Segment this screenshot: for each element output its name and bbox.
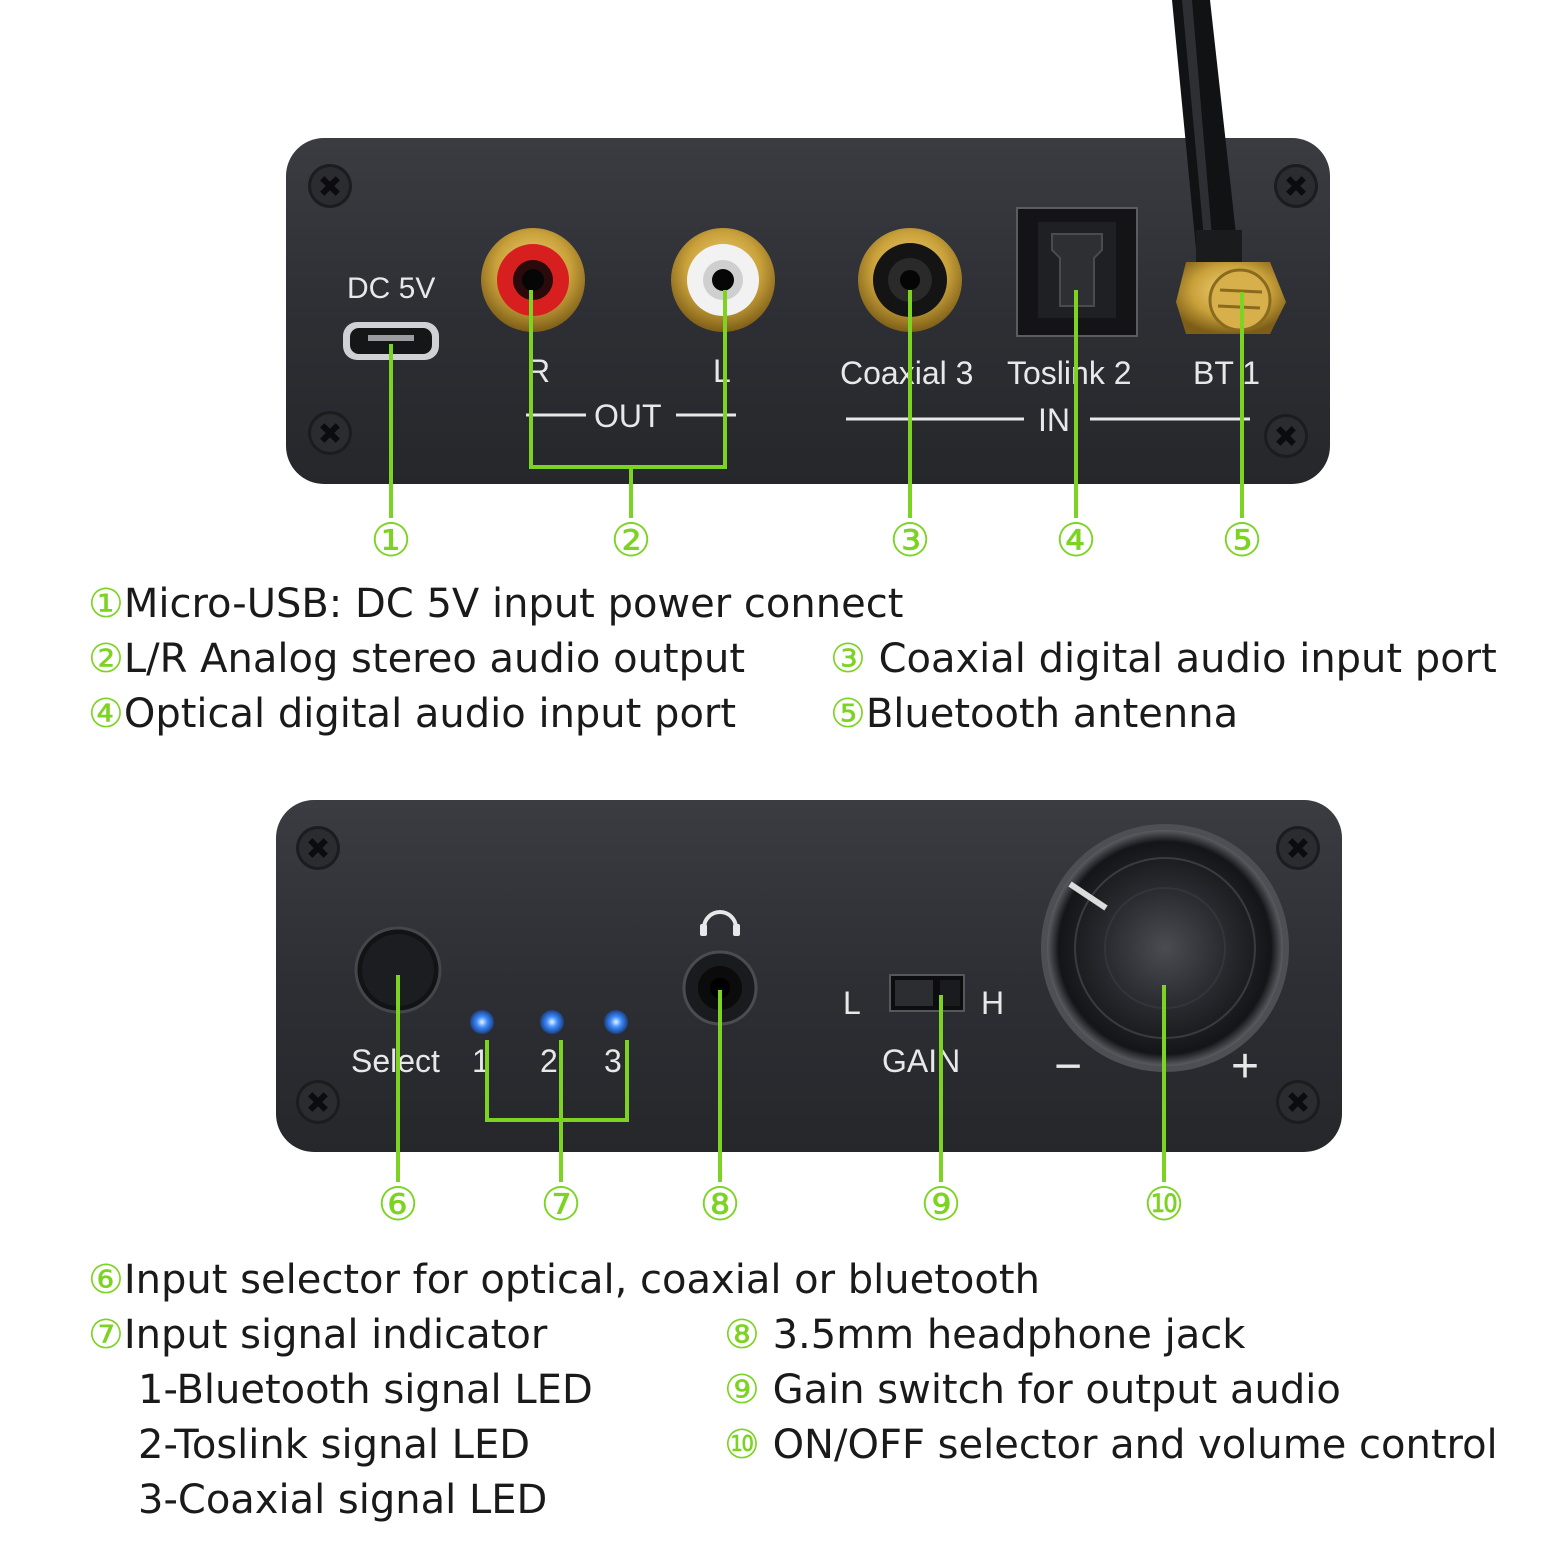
desc-text: 3-Coaxial signal LED <box>138 1477 548 1523</box>
screw-icon <box>1264 414 1308 458</box>
callout-1: ① <box>370 513 411 567</box>
headphone-jack[interactable] <box>682 950 758 1026</box>
coaxial-label: Coaxial 3 <box>840 355 973 391</box>
desc-text: Input signal indicator <box>123 1312 548 1358</box>
desc-text: ON/OFF selector and volume control <box>759 1422 1498 1468</box>
desc-text: 1-Bluetooth signal LED <box>138 1367 593 1413</box>
rca-right-output <box>481 228 585 332</box>
front-callouts: ⑥ ⑦ ⑧ ⑨ ⑩ <box>377 1177 1184 1231</box>
select-label: Select <box>351 1043 440 1079</box>
desc-led-toslink: 2-Toslink signal LED <box>138 1421 530 1469</box>
desc-micro-usb: ①Micro-USB: DC 5V input power connect <box>88 580 903 628</box>
desc-text: Micro-USB: DC 5V input power connect <box>123 581 904 627</box>
out-label: OUT <box>594 398 662 434</box>
desc-number: ① <box>88 581 124 627</box>
callout-5: ⑤ <box>1221 513 1262 567</box>
select-button[interactable] <box>354 926 442 1014</box>
volume-plus-label: + <box>1231 1040 1259 1093</box>
desc-number: ② <box>88 636 124 682</box>
callout-10: ⑩ <box>1143 1177 1184 1231</box>
led-1 <box>470 1010 494 1034</box>
front-panel: Select 1 2 3 L H GAIN <box>276 800 1342 1152</box>
desc-analog-output: ②L/R Analog stereo audio output <box>88 635 745 683</box>
screw-icon <box>1276 1080 1320 1124</box>
desc-input-selector: ⑥Input selector for optical, coaxial or … <box>88 1256 1040 1304</box>
callout-8: ⑧ <box>699 1177 740 1231</box>
dc-label: DC 5V <box>347 272 435 305</box>
back-callouts: ① ② ③ ④ ⑤ <box>370 513 1262 567</box>
desc-coaxial-input: ③ Coaxial digital audio input port <box>830 635 1497 683</box>
desc-number: ③ <box>830 636 866 682</box>
toslink-label: Toslink 2 <box>1007 355 1132 391</box>
desc-number: ④ <box>88 691 124 737</box>
volume-knob[interactable] <box>1041 824 1289 1072</box>
desc-text: Coaxial digital audio input port <box>865 636 1497 682</box>
screw-icon <box>308 164 352 208</box>
bt-label: BT 1 <box>1193 355 1260 391</box>
desc-number: ⑩ <box>724 1422 760 1468</box>
desc-volume-control: ⑩ ON/OFF selector and volume control <box>724 1421 1498 1469</box>
gain-label: GAIN <box>882 1043 960 1079</box>
callout-7: ⑦ <box>540 1177 581 1231</box>
led-2 <box>540 1010 564 1034</box>
desc-text: Input selector for optical, coaxial or b… <box>123 1257 1040 1303</box>
desc-optical-input: ④Optical digital audio input port <box>88 690 736 738</box>
coaxial-input <box>858 228 962 332</box>
back-leader-lines <box>389 290 1244 518</box>
desc-signal-indicator: ⑦Input signal indicator <box>88 1311 547 1359</box>
callout-3: ③ <box>889 513 930 567</box>
antenna-connector <box>1176 262 1286 334</box>
desc-headphone-jack: ⑧ 3.5mm headphone jack <box>724 1311 1245 1359</box>
desc-number: ⑤ <box>830 691 866 737</box>
volume-minus-label: − <box>1054 1040 1082 1093</box>
back-panel-body <box>286 138 1330 484</box>
desc-text: Bluetooth antenna <box>865 691 1239 737</box>
in-label: IN <box>1038 402 1070 438</box>
micro-usb-port <box>343 322 439 360</box>
callout-2: ② <box>610 513 651 567</box>
rca-left-output <box>671 228 775 332</box>
gain-h-label: H <box>981 985 1004 1021</box>
desc-text: L/R Analog stereo audio output <box>123 636 746 682</box>
screw-icon <box>296 826 340 870</box>
led3-label: 3 <box>604 1043 622 1079</box>
callout-4: ④ <box>1055 513 1096 567</box>
callout-6: ⑥ <box>377 1177 418 1231</box>
desc-number: ⑥ <box>88 1257 124 1303</box>
desc-led-bluetooth: 1-Bluetooth signal LED <box>138 1366 593 1414</box>
desc-text: Gain switch for output audio <box>759 1367 1341 1413</box>
desc-text: 2-Toslink signal LED <box>138 1422 531 1468</box>
led-3 <box>604 1010 628 1034</box>
desc-gain-switch: ⑨ Gain switch for output audio <box>724 1366 1341 1414</box>
screw-icon <box>1276 826 1320 870</box>
desc-number: ⑨ <box>724 1367 760 1413</box>
screw-icon <box>1274 164 1318 208</box>
desc-number: ⑦ <box>88 1312 124 1358</box>
desc-text: 3.5mm headphone jack <box>759 1312 1246 1358</box>
gain-l-label: L <box>843 985 861 1021</box>
callout-9: ⑨ <box>920 1177 961 1231</box>
back-panel: DC 5V R L OUT <box>286 0 1330 484</box>
desc-number: ⑧ <box>724 1312 760 1358</box>
screw-icon <box>296 1080 340 1124</box>
toslink-input <box>1016 207 1138 337</box>
desc-text: Optical digital audio input port <box>123 691 737 737</box>
desc-led-coaxial: 3-Coaxial signal LED <box>138 1476 547 1524</box>
front-leader-lines <box>396 975 1166 1182</box>
screw-icon <box>308 411 352 455</box>
l-label: L <box>713 353 731 389</box>
gain-switch[interactable] <box>889 974 965 1012</box>
desc-bluetooth-antenna: ⑤Bluetooth antenna <box>830 690 1238 738</box>
led2-label: 2 <box>540 1043 558 1079</box>
headphone-icon <box>700 910 740 936</box>
